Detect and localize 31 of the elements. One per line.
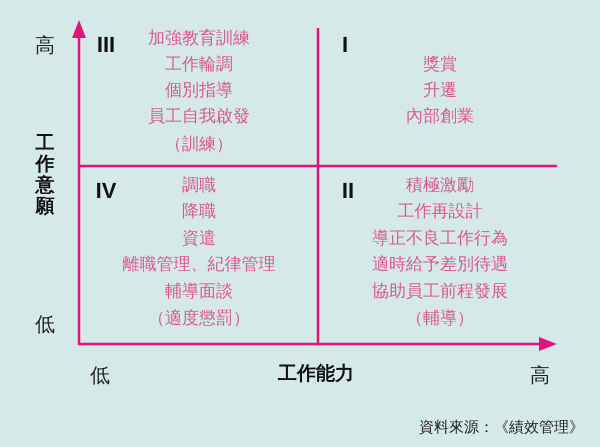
strategy-item: 調職 (182, 178, 216, 194)
axis-tick-label: 高 (35, 35, 55, 55)
strategy-item: 工作輪調 (165, 56, 233, 74)
strategy-item: 資遣 (182, 230, 216, 248)
strategy-item: （適度懲罰） (148, 310, 250, 328)
strategy-item: （訓練） (165, 136, 233, 154)
quadrant-number: I (342, 34, 348, 56)
strategy-item: 加強教育訓練 (148, 30, 250, 48)
strategy-item: 離職管理、紀律管理 (122, 256, 276, 274)
source-note: 資料來源：《績效管理》 (419, 418, 584, 437)
quadrant-number: II (342, 180, 354, 202)
strategy-item: 個別指導 (165, 82, 233, 100)
strategy-item: 內部創業 (406, 108, 474, 126)
strategy-item: 積極激勵 (406, 178, 474, 194)
strategy-item: 輔導面談 (165, 284, 233, 300)
strategy-item: 協助員工前程發展 (372, 284, 508, 300)
axis-title: 工作意願 (36, 133, 54, 217)
axis-title: 工作能力 (278, 364, 354, 384)
strategy-item: 適時給予差別待遇 (372, 256, 508, 274)
quadrant-number: III (96, 34, 116, 56)
strategy-item: 獎賞 (423, 56, 457, 74)
quadrant-number: IV (96, 180, 116, 202)
axis-tick-label: 高 (530, 365, 550, 385)
axis-tick-label: 低 (35, 314, 55, 334)
strategy-item: 員工自我啟發 (148, 108, 250, 126)
strategy-item: 工作再設計 (398, 204, 482, 220)
strategy-item: 升遷 (423, 82, 457, 100)
strategy-item: 降職 (182, 204, 216, 220)
strategy-item: 導正不良工作行為 (372, 230, 508, 248)
strategy-item: （輔導） (406, 310, 474, 328)
axis-tick-label: 低 (90, 365, 110, 385)
